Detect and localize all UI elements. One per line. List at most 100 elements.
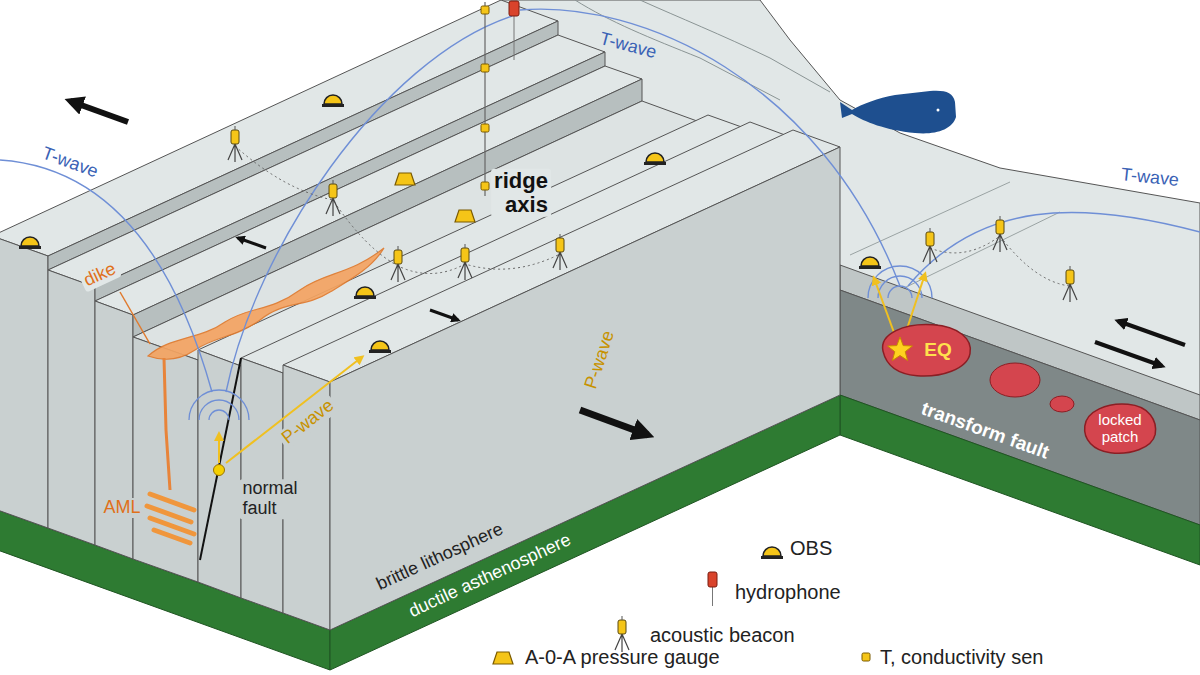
label-anchor: P-wave [276, 394, 340, 450]
label-anchor: T-wave [1117, 165, 1183, 191]
motion-arrow [430, 310, 458, 320]
normal-fault [200, 358, 241, 560]
motion-arrow [1118, 321, 1185, 345]
dike-label: dike [78, 258, 122, 292]
lithosphere-block [0, 0, 840, 670]
label-anchor: T-wave [37, 143, 104, 184]
whale [937, 109, 940, 112]
t-wave-path [520, 9, 900, 286]
acoustic-beacon [923, 228, 937, 264]
legend-entry: hydrophone [735, 581, 841, 603]
transform-fault-plane [990, 363, 1040, 397]
label-anchor: P-wave [580, 326, 619, 395]
legend-symbol [712, 587, 713, 606]
dike-and-magma-lens [147, 494, 194, 543]
motion-arrow [1095, 342, 1162, 366]
dike-and-magma-lens [120, 248, 384, 543]
label-anchor: ridge axis [491, 169, 551, 217]
acoustic-beacon [553, 234, 567, 270]
fault-label: transform fault [916, 397, 1055, 464]
acoustic-beacon [326, 180, 340, 216]
earthquake-label: EQ [924, 340, 951, 361]
lithosphere-block [0, 236, 48, 528]
wave-label: P-wave [580, 326, 619, 395]
label-anchor: AML [100, 498, 143, 518]
transform-fault-plane [840, 265, 1200, 565]
legend-text: A-0-A pressure gauge [525, 646, 720, 668]
earthquake-star [888, 337, 913, 361]
hydrophone-mooring [481, 124, 489, 132]
label-anchor: dike [78, 258, 122, 292]
legend-text: acoustic beacon [650, 624, 795, 646]
acoustic-beacon [228, 126, 242, 162]
pressure-gauge [395, 173, 415, 185]
wave-label: T-wave [37, 143, 104, 184]
legend-symbol [493, 652, 513, 664]
obs-instrument [354, 287, 376, 299]
legend-entry: acoustic beacon [650, 624, 795, 646]
dike-and-magma-lens [148, 248, 384, 359]
fault-label: normal fault [239, 479, 300, 519]
obs-instrument [369, 341, 391, 353]
legend-entry: OBS [790, 537, 832, 559]
acoustic-beacon [1063, 266, 1077, 302]
lithosphere-block [198, 350, 241, 598]
magma-lens-label: AML [100, 498, 143, 518]
dike-and-magma-lens [120, 292, 150, 344]
hydrophone-mooring [481, 6, 489, 14]
wave-label: T-wave [1117, 165, 1183, 191]
t-wave-path [0, 160, 212, 392]
dike-and-magma-lens [164, 358, 170, 490]
hydrophone-mooring [481, 182, 489, 190]
normal-fault [218, 434, 220, 463]
lithosphere-block [330, 147, 840, 630]
wave-label: T-wave [595, 28, 662, 64]
ridge-label: ridge axis [491, 169, 551, 217]
hydrophone-mooring [481, 1, 519, 196]
legend-entry: A-0-A pressure gauge [525, 646, 720, 668]
p-wave-ray [874, 278, 896, 338]
t-wave-path [226, 16, 512, 392]
acoustic-beacon [993, 216, 1007, 252]
obs-instrument [322, 95, 344, 107]
legend-symbol [708, 572, 717, 587]
motion-arrow [70, 101, 128, 122]
earthquake-patch: EQ [875, 320, 975, 380]
earthquake-star [885, 335, 915, 365]
pressure-gauge [455, 210, 475, 222]
legend-symbol [862, 653, 870, 661]
hydrophone-mooring [509, 1, 519, 16]
hydrophone-mooring [481, 64, 489, 72]
legend-text: OBS [790, 537, 832, 559]
label-anchor: transform fault [916, 397, 1055, 464]
normal-fault [226, 357, 362, 463]
legend-symbol [761, 547, 783, 559]
patch-label: locked patch [1098, 412, 1141, 445]
obs-instrument [859, 257, 881, 269]
motion-arrow [580, 410, 648, 435]
hydrophone-mooring [484, 2, 485, 196]
pressure-gauge [395, 173, 475, 222]
label-anchor: normal fault [239, 479, 300, 519]
lithosphere-block [95, 301, 133, 559]
motion-arrow [70, 101, 1185, 435]
t-wave-path [908, 212, 1200, 286]
whale [840, 91, 956, 134]
wave-label: P-wave [276, 394, 340, 450]
obs-instrument [19, 95, 881, 353]
legend-text: T, conductivity sen [880, 646, 1043, 668]
normal-fault [189, 390, 249, 420]
obs-instrument [19, 237, 41, 249]
hydrophone-mooring [514, 16, 515, 60]
legend-text: hydrophone [735, 581, 841, 603]
transform-fault-plane [1050, 396, 1074, 412]
legend-entry: T, conductivity sen [880, 646, 1043, 668]
beacon-cable [235, 146, 1070, 286]
locked-patch: locked patch [1080, 399, 1160, 458]
lithosphere-block [133, 337, 198, 582]
whale [840, 91, 956, 134]
patch-outline [883, 325, 971, 376]
acoustic-beacon [458, 244, 472, 280]
